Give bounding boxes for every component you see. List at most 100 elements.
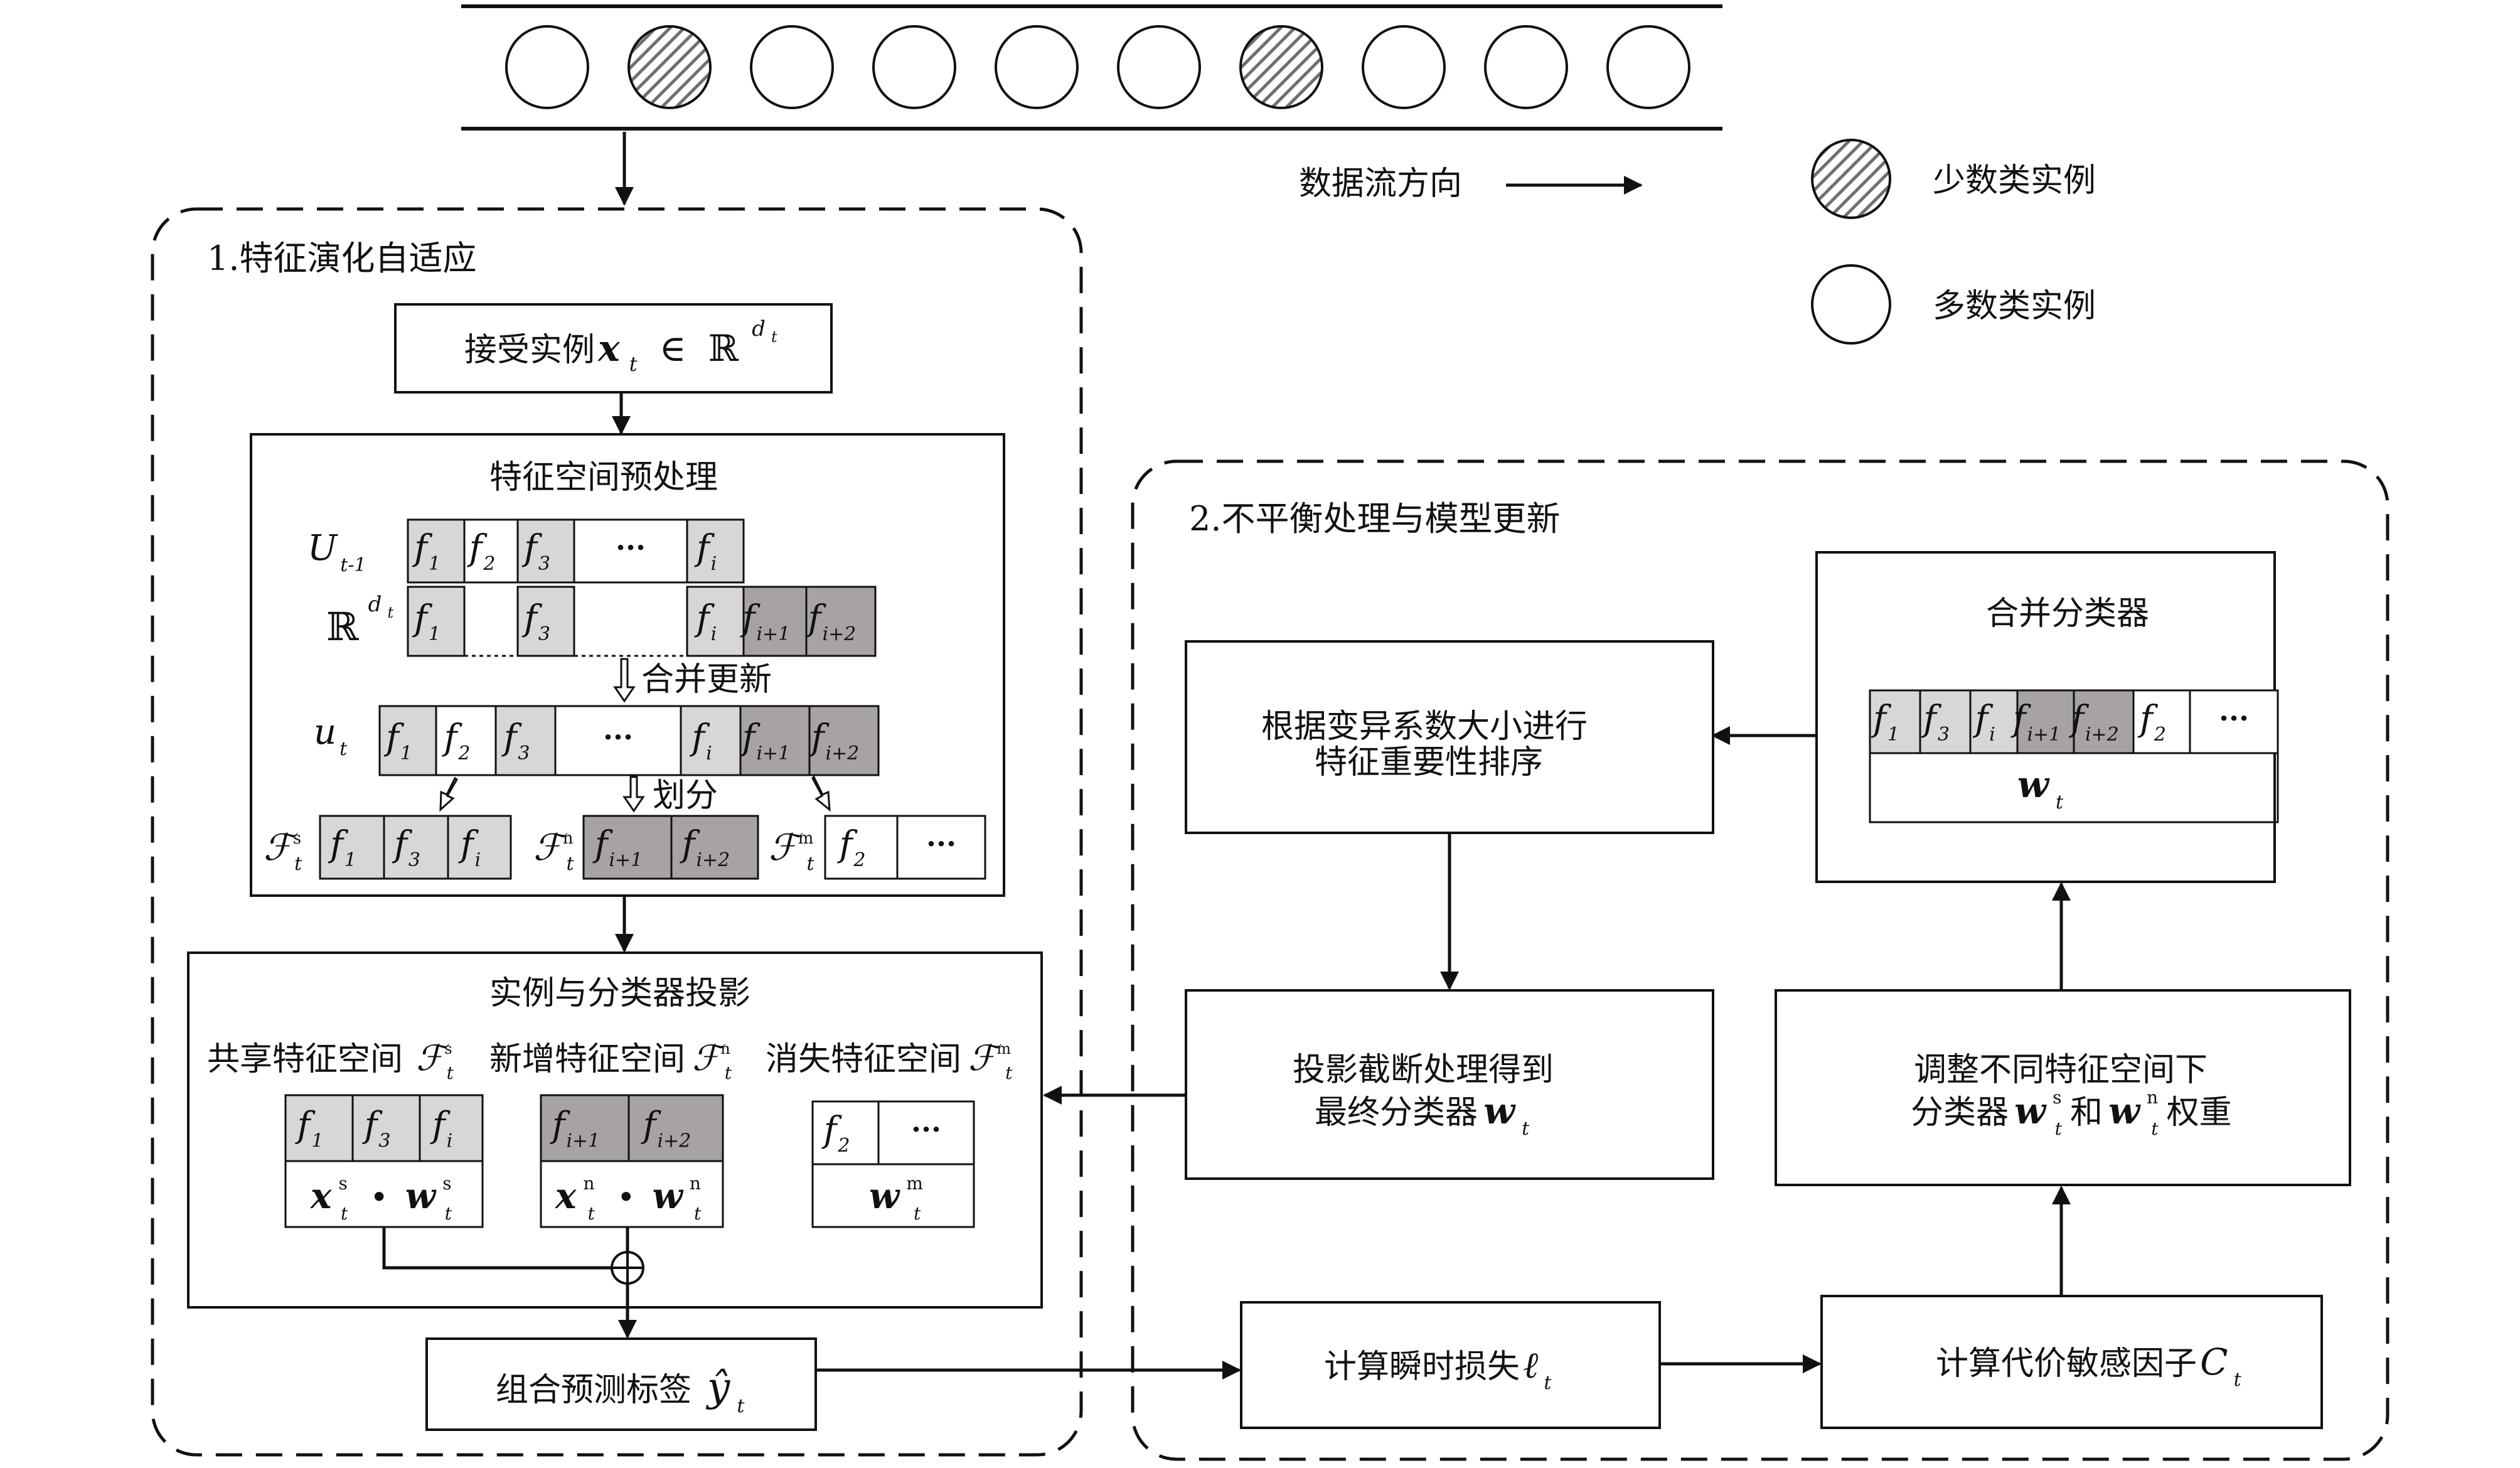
stream-instances — [505, 25, 1690, 109]
merge-update-label: 合并更新 — [641, 661, 772, 699]
projection-new-F-sub: t — [725, 1063, 732, 1083]
proj-m-f2-sub: 2 — [837, 1135, 850, 1157]
loss-box — [1240, 1301, 1661, 1429]
majority-instance-circle — [872, 25, 956, 109]
Fn-fi2-sub: i+2 — [696, 849, 730, 871]
u-f2-sub: 2 — [457, 742, 470, 764]
receive-real-symbol: ℝ — [708, 327, 739, 370]
truncate-line-2: 最终分类器 w t — [1315, 1090, 1530, 1140]
new-dot: • — [617, 1179, 636, 1216]
cost-label: 计算代价敏感因子 — [1936, 1345, 2197, 1383]
majority-instance-circle — [995, 25, 1079, 109]
split-label: 划分 — [653, 777, 718, 815]
shared-x: x — [310, 1176, 332, 1217]
shared-w-sub: t — [445, 1203, 452, 1224]
split-arrow-center — [622, 776, 645, 813]
u-fi1-sub: i+1 — [756, 742, 790, 764]
majority-instance-circle — [1606, 25, 1690, 109]
shared-to-sum-line — [382, 1227, 612, 1270]
U-prev-f3-sub: 3 — [538, 553, 550, 575]
merge-dots-ellipsis: ··· — [2219, 701, 2249, 735]
merge-fi1-sub: i+1 — [2027, 724, 2061, 746]
R-fi-sub: i — [711, 623, 717, 645]
F-new-label: ℱ n t — [533, 826, 577, 875]
loss-text: 计算瞬时损失 ℓ t — [1324, 1344, 1552, 1394]
data-stream — [461, 4, 1722, 206]
receive-instance-label: 接受实例 — [464, 331, 595, 369]
Fm-dots-cell — [896, 815, 986, 880]
truncate-w: w — [1483, 1090, 1516, 1132]
combine-label-text: 组合预测标签 ŷ t — [496, 1364, 745, 1417]
Fs-f3-sub: 3 — [408, 849, 420, 871]
majority-instance-circle — [750, 25, 834, 109]
R-dt-label: ℝ d t — [326, 592, 393, 650]
combine-label: 组合预测标签 — [496, 1371, 691, 1409]
cost-C: C — [2200, 1341, 2228, 1383]
receive-x-sub: t — [629, 352, 638, 376]
new-x: x — [555, 1176, 577, 1217]
projection-missing-label: 消失特征空间 — [766, 1041, 961, 1078]
majority-instance-circle — [1117, 25, 1201, 109]
combine-label-box — [425, 1337, 817, 1431]
combine-y-sub: t — [737, 1395, 745, 1417]
R-f1-cell — [407, 586, 466, 657]
Fs-f1-label: f1 — [328, 824, 356, 871]
U-prev-dots-ellipsis: ··· — [616, 530, 646, 564]
Fs-f1-sub: 1 — [344, 849, 356, 871]
sort-box — [1185, 640, 1714, 834]
R-fi2-sub: i+2 — [822, 623, 856, 645]
u-fi-cell — [680, 705, 742, 776]
U-prev-f1-sub: 1 — [429, 553, 440, 575]
merge-w-cell — [1869, 752, 2279, 823]
F-shared-label: ℱ s t — [264, 826, 304, 875]
Fn-fi2-cell — [670, 815, 759, 880]
truncate-line-1: 投影截断处理得到 — [1293, 1051, 1554, 1089]
adjust-box — [1775, 989, 2351, 1186]
receive-instance-box — [394, 303, 833, 394]
legend-minority-circle — [1811, 139, 1891, 219]
R-fi2-label: fi+2 — [806, 598, 857, 645]
F-missing-sup: m — [798, 829, 814, 848]
U-prev-sub: t-1 — [340, 554, 366, 576]
new-x-sup: n — [583, 1173, 594, 1194]
F-missing-sub: t — [806, 853, 814, 875]
shared-x-sup: s — [338, 1173, 347, 1194]
proj-n-fi2-cell — [627, 1094, 724, 1162]
adjust-w-s: w — [2014, 1090, 2047, 1132]
loss-ell: ℓ — [1523, 1344, 1538, 1386]
legend-minority-label: 少数类实例 — [1933, 162, 2096, 200]
F-shared-sup: s — [293, 829, 301, 848]
split-arrow-right — [811, 775, 831, 812]
majority-instance-circle — [1362, 25, 1446, 109]
majority-instance-circle — [505, 25, 589, 109]
merge-dots-cell — [2189, 689, 2279, 754]
new-w: w — [653, 1176, 684, 1217]
R-dt-sup: d — [368, 592, 382, 617]
u-t-letter: u — [314, 712, 336, 753]
cost-text: 计算代价敏感因子 C t — [1936, 1341, 2242, 1391]
truncate-w-sub: t — [1522, 1118, 1530, 1140]
merge-f2-sub: 2 — [2154, 724, 2166, 746]
U-prev-fi-cell — [686, 518, 745, 584]
U-prev-dots-cell — [573, 518, 688, 584]
R-fi1-sub: i+1 — [756, 623, 790, 645]
u-f1-sub: 1 — [400, 742, 412, 764]
adjust-w-n-sub: t — [2151, 1118, 2159, 1139]
minority-instance-circle — [627, 25, 712, 109]
split-arrow-left — [439, 776, 459, 812]
U-prev-f3-cell — [516, 518, 575, 584]
shared-dot: • — [370, 1179, 388, 1216]
projection-title: 实例与分类器投影 — [489, 975, 750, 1012]
u-fi2-cell — [808, 705, 880, 776]
Fs-fi-sub: i — [475, 849, 481, 871]
projection-shared-header: 共享特征空间 ℱ s t — [207, 1038, 456, 1083]
receive-sup-d: d — [752, 316, 766, 341]
R-fi1-cell — [742, 586, 808, 657]
missing-w-sub: t — [914, 1203, 921, 1224]
new-w-sub: t — [694, 1203, 702, 1224]
new-product-formula: x n t • w n t — [555, 1173, 704, 1224]
u-dots-ellipsis: ··· — [603, 720, 633, 754]
module-1-title: 1.特征演化自适应 — [207, 238, 477, 278]
cost-box — [1820, 1295, 2323, 1429]
